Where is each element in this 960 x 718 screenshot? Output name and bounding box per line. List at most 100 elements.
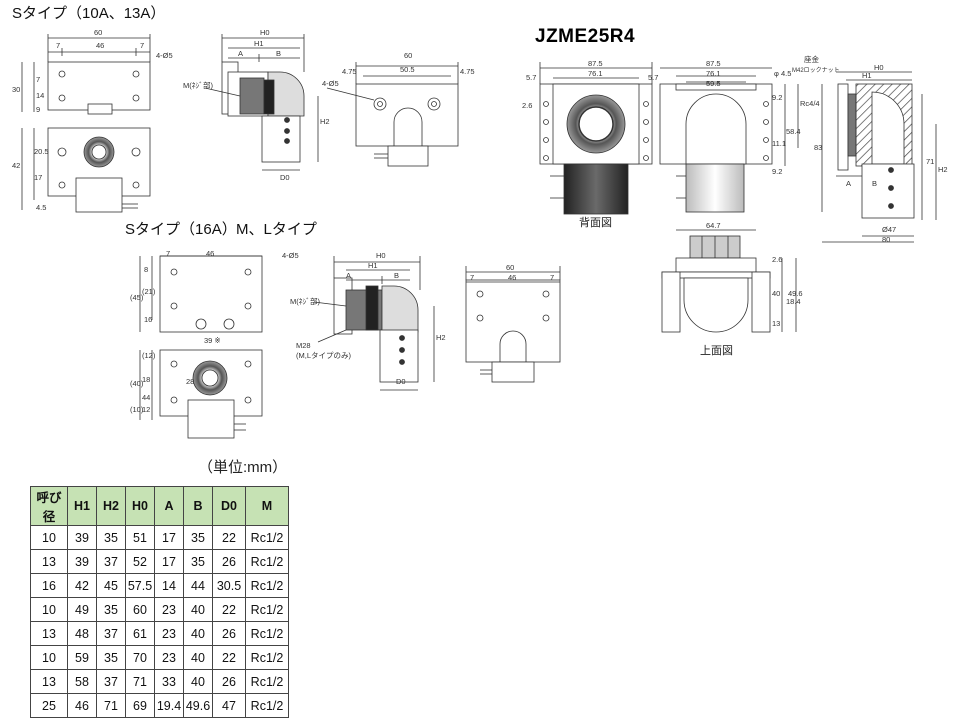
dim-text: 14	[36, 91, 44, 100]
dim-text: A	[346, 271, 351, 280]
table-cell: Rc1/2	[245, 573, 289, 598]
dim-text: 49.6	[788, 289, 803, 298]
section-title-s-type-10-13: Sタイプ（10A、13A）	[12, 5, 166, 22]
table-cell: Rc1/2	[245, 645, 289, 670]
table-cell: 10	[30, 525, 68, 550]
table-cell: Rc1/2	[245, 549, 289, 574]
table-header-row: 呼び径 H1 H2 H0 A B D0 M	[30, 486, 289, 526]
section-title-ml-type: M、Lタイプ	[236, 221, 317, 238]
table-cell: 35	[96, 525, 126, 550]
table-cell: 26	[212, 549, 246, 574]
dim-text: 2.6	[522, 101, 532, 110]
dim-text: 9	[36, 105, 40, 114]
table-cell: 39	[67, 549, 97, 574]
table-cell: 35	[183, 525, 213, 550]
dim-text: 18.4	[786, 297, 801, 306]
section-title-s-type-16: Sタイプ（16A）	[125, 221, 237, 238]
dim-text: 46	[206, 249, 214, 258]
dim-text: 58.4	[786, 127, 801, 136]
dim-text: 80	[882, 235, 890, 244]
dim-text: 4.75	[342, 67, 357, 76]
dim-text: H1	[862, 71, 872, 80]
table-cell: 40	[183, 645, 213, 670]
dim-text: A	[238, 49, 243, 58]
table-cell: 23	[154, 621, 184, 646]
callout-text: Ø47	[882, 225, 896, 234]
callout-text: 4-Ø5	[322, 79, 339, 88]
back-view-caption: 背面図	[579, 217, 612, 229]
dim-text: 40	[772, 289, 780, 298]
table-cell: 10	[30, 597, 68, 622]
dim-text: 7	[56, 41, 60, 50]
dim-text: 87.5	[588, 59, 603, 68]
callout-text: 4-Ø5	[282, 251, 299, 260]
table-cell: Rc1/2	[245, 525, 289, 550]
table-cell: 37	[96, 549, 126, 574]
dim-text: 8	[144, 265, 148, 274]
dim-text: 60	[94, 28, 102, 37]
dim-text: D0	[396, 377, 406, 386]
dim-text: A	[846, 179, 851, 188]
table-cell: 26	[212, 621, 246, 646]
top-view-caption: 上面図	[700, 345, 733, 357]
callout-text: φ 4.5	[774, 69, 791, 78]
table-cell: 69	[125, 693, 155, 718]
table-cell: 42	[67, 573, 97, 598]
table-cell: 59	[67, 645, 97, 670]
dim-text: 2.6	[772, 255, 782, 264]
callout-text: Rc4/4	[800, 99, 820, 108]
table-cell: 30.5	[212, 573, 246, 598]
dim-text: 4.5	[36, 203, 46, 212]
table-cell: 35	[96, 597, 126, 622]
table-cell: 13	[30, 621, 68, 646]
ml-side-view	[313, 256, 435, 391]
callout-text: M28	[296, 341, 311, 350]
s10-plate-front	[21, 34, 151, 115]
table-header: M	[245, 486, 289, 526]
dim-text: H1	[254, 39, 264, 48]
dim-text: (21)	[142, 287, 156, 296]
dim-text: 5.7	[648, 73, 658, 82]
table-cell: 48	[67, 621, 97, 646]
table-cell: 71	[125, 669, 155, 694]
table-cell: 57.5	[125, 573, 155, 598]
dim-text: H0	[874, 63, 884, 72]
table-cell: 14	[154, 573, 184, 598]
callout-text: 39 ※	[204, 336, 221, 345]
dim-text: (45)	[130, 293, 144, 302]
dim-text: H2	[320, 117, 330, 126]
table-cell: 37	[96, 621, 126, 646]
dim-text: 9.2	[772, 167, 782, 176]
table-cell: 49	[67, 597, 97, 622]
dim-text: B	[276, 49, 281, 58]
dim-text: 42	[12, 161, 20, 170]
dim-text: 5.7	[526, 73, 536, 82]
table-cell: 52	[125, 549, 155, 574]
dim-text: B	[872, 179, 877, 188]
table-cell: 19.4	[154, 693, 184, 718]
technical-drawings: 60 7 46 7 4-Ø5 30 7 14 9 42 20.5 17 4.5 …	[12, 28, 948, 439]
dim-text: H0	[260, 28, 270, 37]
table-header: D0	[212, 486, 246, 526]
jz-section-view	[821, 71, 937, 243]
dim-text: 12	[142, 405, 150, 414]
dim-text: 59.5	[706, 79, 721, 88]
dim-text: 60	[506, 263, 514, 272]
table-cell: 35	[183, 549, 213, 574]
dim-text: 7	[140, 41, 144, 50]
table-cell: 33	[154, 669, 184, 694]
table-cell: 46	[67, 693, 97, 718]
table-cell: 45	[96, 573, 126, 598]
dim-text: H2	[938, 165, 948, 174]
dim-text: 46	[508, 273, 516, 282]
table-cell: 71	[96, 693, 126, 718]
dim-text: 71	[926, 157, 934, 166]
callout-text: 4-Ø5	[156, 51, 173, 60]
table-header: H2	[96, 486, 126, 526]
table-cell: 47	[212, 693, 246, 718]
dim-text: 4.75	[460, 67, 475, 76]
table-cell: 39	[67, 525, 97, 550]
